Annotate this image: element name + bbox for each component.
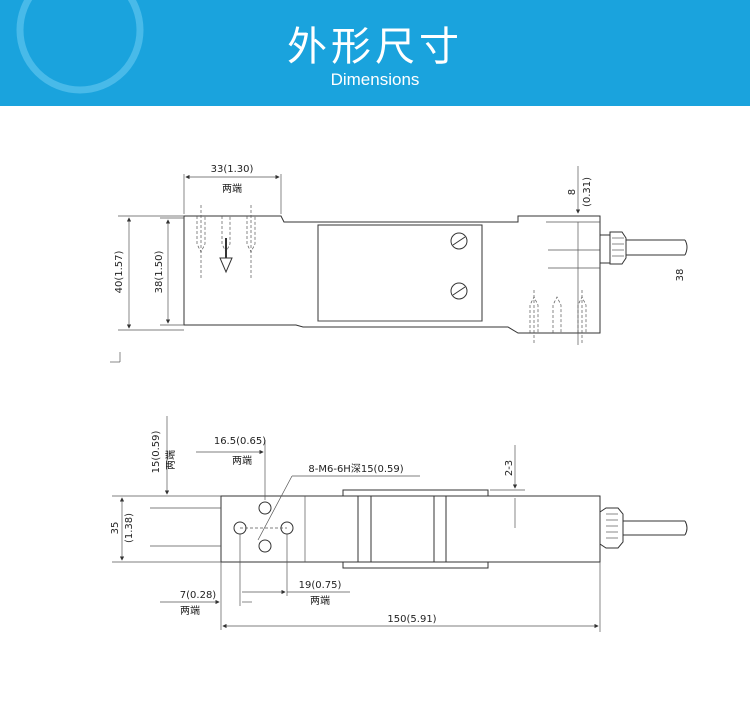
dim-hole-spacing-note: 两端 bbox=[232, 454, 252, 467]
page-title: 外形尺寸 bbox=[287, 24, 463, 70]
dim-edge: 7(0.28) bbox=[180, 590, 217, 601]
side-view: 33(1.30) 两端 40(1.57) 38(1.50) 8 (0.31) 3… bbox=[110, 164, 688, 363]
dim-right-side: 38 bbox=[675, 269, 686, 282]
dim-width-in: (1.38) bbox=[124, 513, 135, 543]
decorative-ring-icon bbox=[16, 0, 144, 94]
mount-hole-icon bbox=[258, 539, 272, 553]
dim-hole-pitch: 19(0.75) bbox=[299, 580, 342, 591]
dim-left-offset: 15(0.59) bbox=[151, 431, 162, 474]
dim-top-width: 33(1.30) bbox=[211, 164, 254, 175]
dim-edge-note: 两端 bbox=[180, 604, 200, 617]
dim-right-top: 8 bbox=[567, 189, 578, 195]
screw-icon bbox=[450, 232, 468, 250]
dim-thread: 8-M6-6H深15(0.59) bbox=[308, 463, 403, 475]
top-view: 15(0.59) 两端 35 (1.38) 16.5(0.65) 两端 8-M6… bbox=[110, 416, 688, 632]
mount-hole-icon bbox=[258, 501, 272, 515]
dim-right-top-in: (0.31) bbox=[582, 177, 593, 207]
dim-height-total: 40(1.57) bbox=[114, 251, 125, 294]
dim-hole-pitch-note: 两端 bbox=[310, 594, 330, 607]
cable-connector-icon bbox=[599, 231, 688, 265]
page-subtitle: Dimensions bbox=[330, 70, 420, 89]
header-banner: 外形尺寸 Dimensions bbox=[0, 0, 750, 106]
dim-gap: 2-3 bbox=[504, 460, 515, 476]
load-arrow-icon bbox=[219, 238, 233, 274]
cable-connector-icon bbox=[599, 507, 688, 549]
dim-width: 35 bbox=[110, 522, 121, 535]
dim-left-offset-note: 两端 bbox=[164, 450, 177, 470]
screw-icon bbox=[450, 282, 468, 300]
dim-hole-spacing: 16.5(0.65) bbox=[214, 436, 266, 447]
dim-height-body: 38(1.50) bbox=[154, 251, 165, 294]
dim-length: 150(5.91) bbox=[387, 614, 436, 625]
dim-top-width-note: 两端 bbox=[222, 182, 242, 195]
